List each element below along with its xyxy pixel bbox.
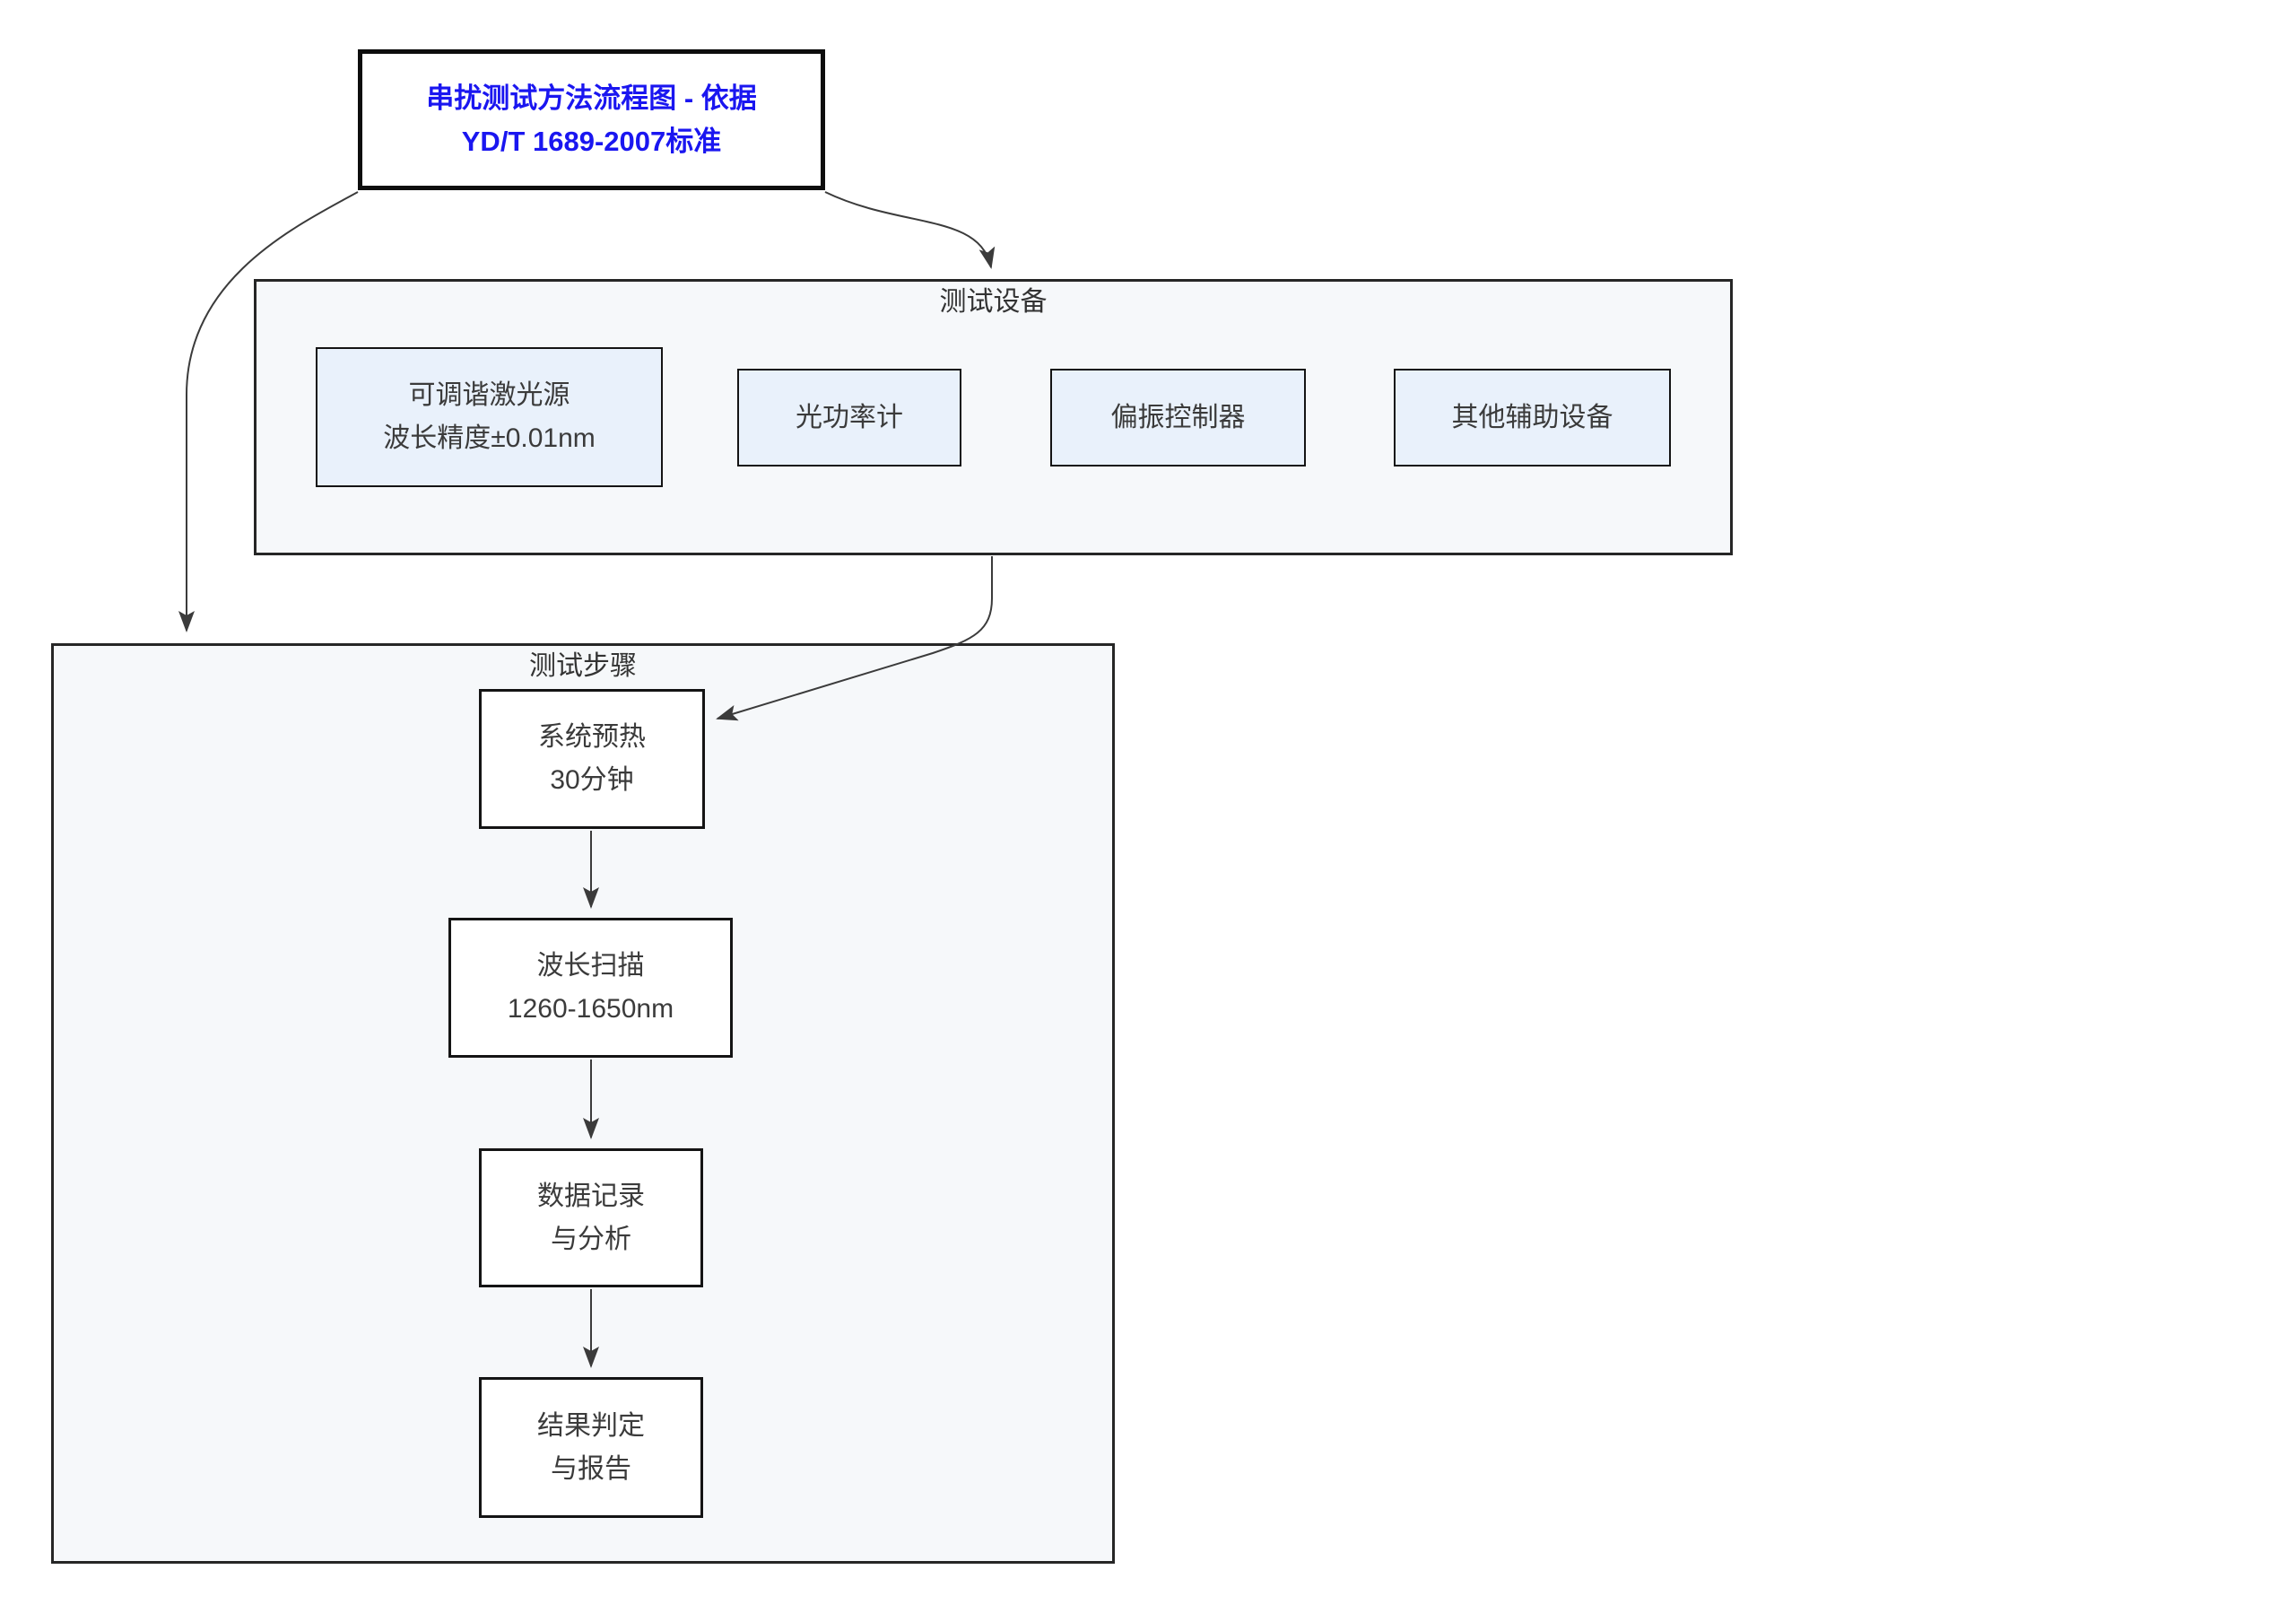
equipment-node-polarization-controller: 偏振控制器 <box>1050 369 1306 467</box>
node-text-line: 数据记录 <box>537 1181 645 1211</box>
node-text-line: 1260-1650nm <box>507 994 674 1024</box>
step-node-wavelength-scan: 波长扫描 1260-1650nm <box>448 918 733 1058</box>
steps-group-label: 测试步骤 <box>529 651 637 681</box>
node-text-line: 可调谐激光源 <box>408 380 570 410</box>
step-node-warmup: 系统预热 30分钟 <box>479 689 705 829</box>
step-node-data-record: 数据记录 与分析 <box>479 1148 703 1287</box>
node-text-line: 系统预热 <box>538 722 646 752</box>
title-line-1: 串扰测试方法流程图 - 依据 <box>426 82 757 114</box>
step-node-result-report: 结果判定 与报告 <box>479 1377 703 1518</box>
equipment-group-label: 测试设备 <box>939 287 1048 317</box>
node-text-line: 结果判定 <box>537 1410 645 1441</box>
equipment-node-auxiliary: 其他辅助设备 <box>1394 369 1671 467</box>
node-text-line: 偏振控制器 <box>1110 402 1246 432</box>
equipment-node-power-meter: 光功率计 <box>737 369 961 467</box>
node-text-line: 与报告 <box>551 1453 631 1484</box>
node-text-line: 与分析 <box>551 1224 631 1254</box>
arrow-title-to-equipment <box>824 191 996 269</box>
node-text-line: 30分钟 <box>550 765 634 795</box>
node-text-line: 其他辅助设备 <box>1451 402 1613 432</box>
equipment-node-tunable-laser: 可调谐激光源 波长精度±0.01nm <box>316 347 663 487</box>
node-text-line: 波长扫描 <box>536 951 645 981</box>
node-text-line: 波长精度±0.01nm <box>383 423 596 453</box>
title-box: 串扰测试方法流程图 - 依据 YD/T 1689-2007标准 <box>358 49 825 190</box>
node-text-line: 光功率计 <box>796 402 903 432</box>
title-line-2: YD/T 1689-2007标准 <box>461 125 722 157</box>
